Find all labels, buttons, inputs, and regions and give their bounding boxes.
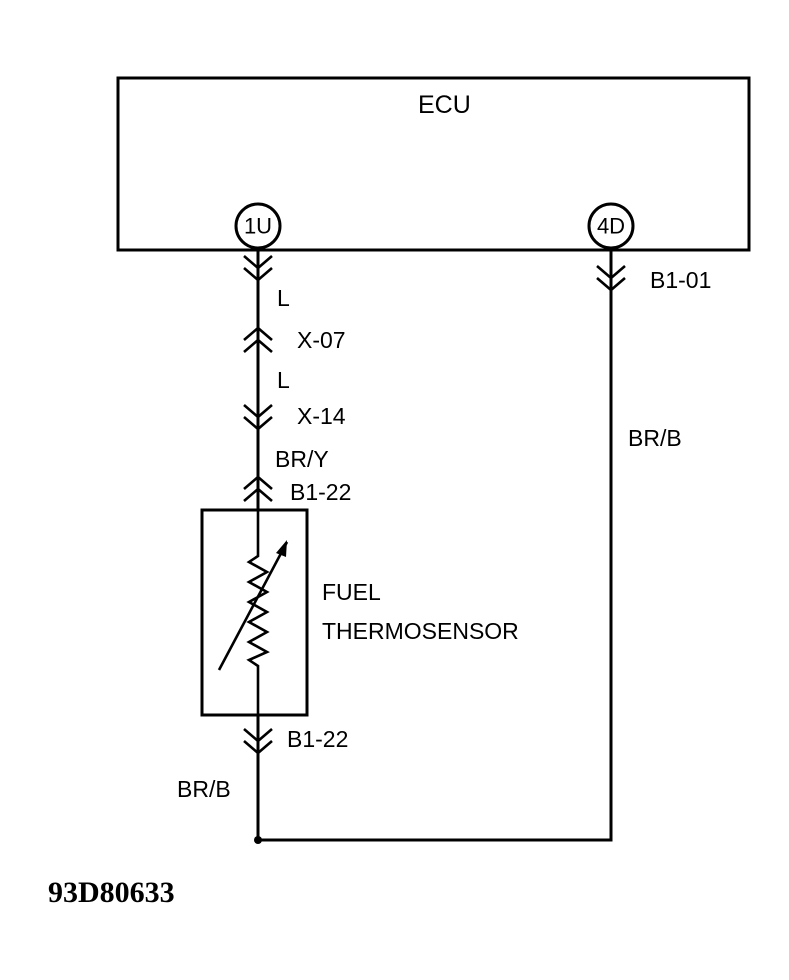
wire-label-br-b-bottom: BR/B xyxy=(177,776,231,802)
figure-code: 93D80633 xyxy=(48,876,175,909)
sensor-box xyxy=(200,508,309,717)
variable-arrow-head xyxy=(276,540,287,557)
svg-text:1U: 1U xyxy=(244,214,272,239)
connector-b1-22-bottom xyxy=(243,728,273,755)
pin-1u: 1U xyxy=(234,202,282,250)
wire-junction xyxy=(254,836,262,844)
connector-label-b1-22-bottom: B1-22 xyxy=(287,726,348,752)
connector-label-b1-01: B1-01 xyxy=(650,267,711,293)
pin-4d: 4D xyxy=(587,202,635,250)
wire-label-br-y: BR/Y xyxy=(275,446,329,472)
ecu-box xyxy=(116,76,751,252)
connector-label-x-14: X-14 xyxy=(297,403,346,429)
sensor-label-line1: FUEL xyxy=(322,579,381,605)
thermistor-symbol xyxy=(217,510,289,715)
wire-label-l-lower: L xyxy=(277,367,290,393)
connector-label-x-07: X-07 xyxy=(297,327,346,353)
sensor-label-line2: THERMOSENSOR xyxy=(322,618,519,644)
svg-text:4D: 4D xyxy=(597,214,625,239)
connector-label-b1-22-top: B1-22 xyxy=(290,479,351,505)
connector-b1-22-top xyxy=(243,475,273,502)
resistor-zigzag xyxy=(246,510,270,715)
ecu-label: ECU xyxy=(418,91,471,119)
wire-label-l-upper: L xyxy=(277,285,290,311)
connector-below-1u xyxy=(243,255,273,282)
wire-label-br-b-right: BR/B xyxy=(628,425,682,451)
variable-arrow-line xyxy=(217,541,289,671)
connector-x-07 xyxy=(243,326,273,353)
connector-b1-01 xyxy=(596,265,626,292)
connector-x-14 xyxy=(243,404,273,431)
